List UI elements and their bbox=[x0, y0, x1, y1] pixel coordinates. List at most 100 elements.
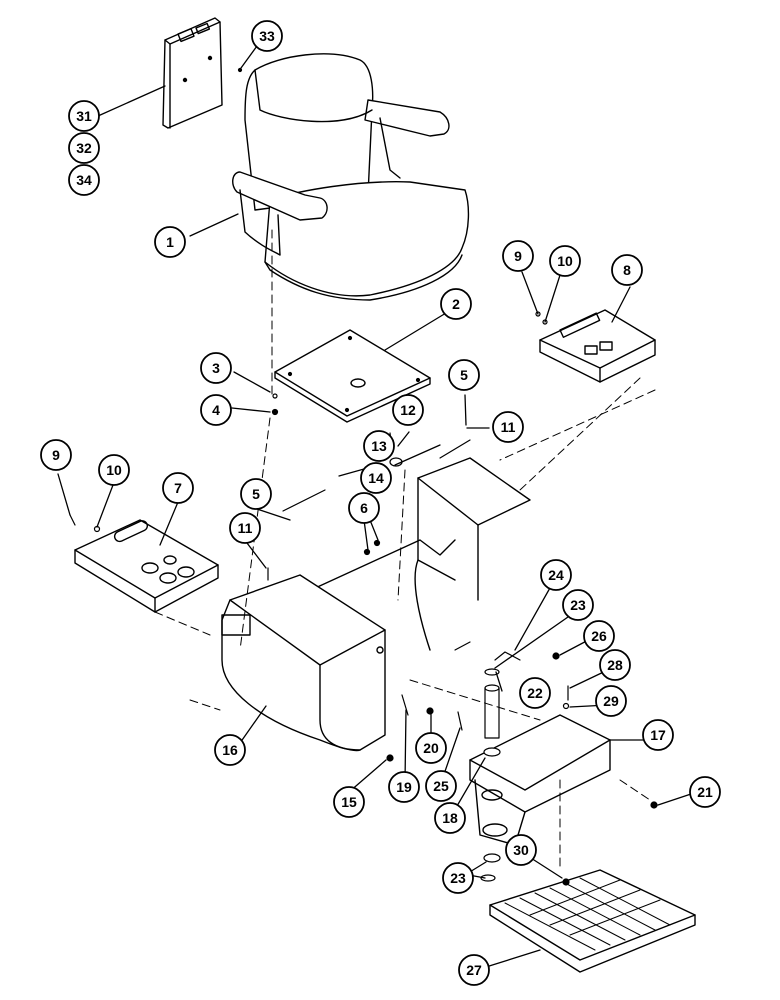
callout-number: 19 bbox=[396, 779, 412, 795]
callout-number: 10 bbox=[106, 462, 122, 478]
seat-base-plate-drawing bbox=[274, 329, 431, 423]
callout-p22: 22 bbox=[519, 677, 551, 709]
callout-p30: 30 bbox=[505, 834, 537, 866]
callout-p25: 25 bbox=[425, 770, 457, 802]
callout-number: 23 bbox=[570, 597, 586, 613]
callout-number: 27 bbox=[466, 962, 482, 978]
callout-p31: 31 bbox=[68, 100, 100, 132]
callout-p27: 27 bbox=[458, 954, 490, 986]
callout-number: 6 bbox=[360, 500, 368, 516]
callout-p14: 14 bbox=[360, 462, 392, 494]
callout-number: 14 bbox=[368, 470, 384, 486]
callout-number: 5 bbox=[460, 367, 468, 383]
callout-p15: 15 bbox=[333, 786, 365, 818]
callout-circle bbox=[519, 677, 551, 709]
callout-circle bbox=[492, 411, 524, 443]
callout-circle bbox=[583, 620, 615, 652]
callout-circle bbox=[599, 649, 631, 681]
callout-number: 11 bbox=[501, 419, 516, 435]
callout-number: 20 bbox=[423, 740, 439, 756]
callout-number: 9 bbox=[514, 248, 522, 264]
callout-number: 15 bbox=[341, 794, 357, 810]
callout-p9b: 9 bbox=[40, 439, 72, 471]
callout-p12: 12 bbox=[392, 394, 424, 426]
callout-circle bbox=[333, 786, 365, 818]
callout-number: 5 bbox=[252, 486, 260, 502]
callout-number: 13 bbox=[371, 438, 387, 454]
left-control-panel-drawing bbox=[74, 519, 219, 613]
callout-circle bbox=[458, 954, 490, 986]
callout-p4: 4 bbox=[200, 394, 232, 426]
callout-circle bbox=[162, 472, 194, 504]
callout-number: 8 bbox=[623, 262, 631, 278]
callout-circle bbox=[360, 462, 392, 494]
callout-p1: 1 bbox=[154, 226, 186, 258]
callout-p5b: 5 bbox=[240, 478, 272, 510]
callout-p7: 7 bbox=[162, 472, 194, 504]
callout-number: 1 bbox=[166, 234, 174, 250]
callout-circle bbox=[214, 734, 246, 766]
callout-circle bbox=[348, 492, 380, 524]
callout-group: 1234556789910101111121314151617181920212… bbox=[40, 20, 721, 986]
hardware-drawing bbox=[69, 67, 658, 886]
callout-p11a: 11 bbox=[492, 411, 524, 443]
callout-number: 25 bbox=[433, 778, 449, 794]
callout-circle bbox=[611, 254, 643, 286]
callout-circle bbox=[689, 776, 721, 808]
callout-circle bbox=[200, 394, 232, 426]
callout-number: 22 bbox=[527, 685, 543, 701]
callout-p17: 17 bbox=[642, 719, 674, 751]
callout-number: 9 bbox=[52, 447, 60, 463]
callout-p5a: 5 bbox=[448, 359, 480, 391]
callout-p19: 19 bbox=[388, 771, 420, 803]
callout-number: 12 bbox=[400, 402, 416, 418]
callout-number: 26 bbox=[591, 628, 607, 644]
callout-circle bbox=[68, 100, 100, 132]
callout-circle bbox=[251, 20, 283, 52]
callout-number: 28 bbox=[607, 657, 623, 673]
callout-number: 31 bbox=[76, 108, 92, 124]
callout-circle bbox=[98, 454, 130, 486]
callout-p29: 29 bbox=[595, 685, 627, 717]
callout-p26: 26 bbox=[583, 620, 615, 652]
callout-number: 16 bbox=[222, 742, 238, 758]
callout-circle bbox=[540, 559, 572, 591]
callout-circle bbox=[40, 439, 72, 471]
callout-number: 3 bbox=[212, 360, 220, 376]
callout-circle bbox=[415, 732, 447, 764]
callout-circle bbox=[388, 771, 420, 803]
callout-p32: 32 bbox=[68, 132, 100, 164]
assembly-lines bbox=[154, 229, 656, 871]
callout-p33: 33 bbox=[251, 20, 283, 52]
callout-number: 17 bbox=[650, 727, 666, 743]
callout-p9a: 9 bbox=[502, 240, 534, 272]
callout-number: 21 bbox=[697, 784, 713, 800]
callout-circle bbox=[440, 288, 472, 320]
callout-p23b: 23 bbox=[442, 862, 474, 894]
callout-p3: 3 bbox=[200, 352, 232, 384]
callout-p2: 2 bbox=[440, 288, 472, 320]
right-control-panel-drawing bbox=[539, 309, 656, 383]
seat-drawing bbox=[232, 53, 470, 301]
callout-circle bbox=[229, 512, 261, 544]
callout-number: 10 bbox=[557, 253, 573, 269]
callout-p10a: 10 bbox=[549, 245, 581, 277]
controller-module-drawing bbox=[162, 17, 223, 129]
callout-p13: 13 bbox=[363, 430, 395, 462]
callout-p24: 24 bbox=[540, 559, 572, 591]
callout-circle bbox=[562, 589, 594, 621]
callout-number: 30 bbox=[513, 842, 529, 858]
callout-circle bbox=[363, 430, 395, 462]
callout-circle bbox=[505, 834, 537, 866]
callout-number: 32 bbox=[76, 140, 92, 156]
callout-p18: 18 bbox=[434, 802, 466, 834]
callout-circle bbox=[200, 352, 232, 384]
callout-p11b: 11 bbox=[229, 512, 261, 544]
callout-circle bbox=[442, 862, 474, 894]
callout-number: 23 bbox=[450, 870, 466, 886]
callout-circle bbox=[595, 685, 627, 717]
callout-p16: 16 bbox=[214, 734, 246, 766]
callout-p34: 34 bbox=[68, 164, 100, 196]
callout-number: 29 bbox=[603, 693, 619, 709]
callout-p28: 28 bbox=[599, 649, 631, 681]
